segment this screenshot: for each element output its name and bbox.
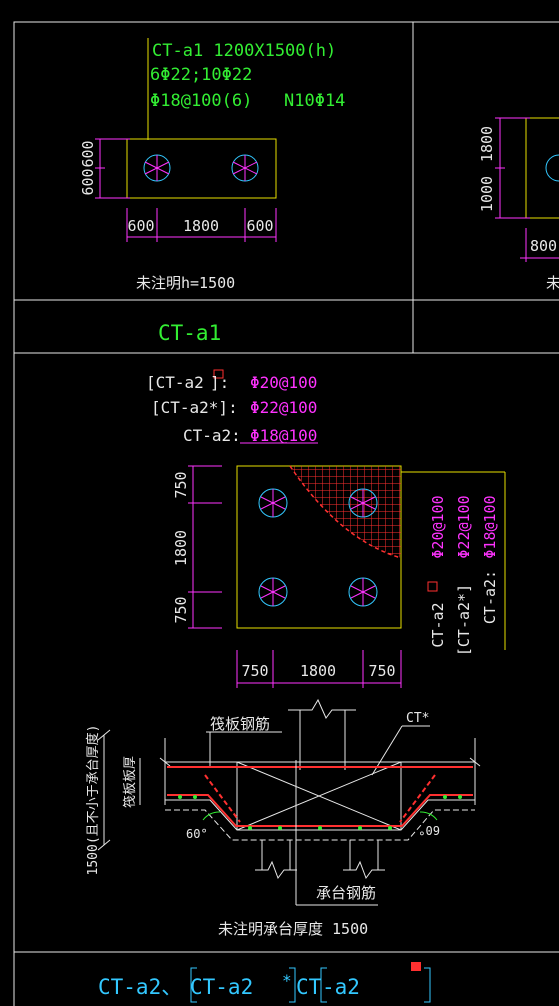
section-raft-rebar-label: 筏板钢筋 bbox=[210, 715, 270, 733]
footer-text-c: * bbox=[282, 971, 292, 990]
ct-a1-spec-line2: 6Φ22;10Φ22 bbox=[150, 65, 252, 85]
ct-a1-dim-v2: 600 bbox=[79, 168, 97, 195]
rot-name-3: CT-a2: bbox=[481, 570, 499, 624]
ct-a1-spec-line3a: Φ18@100(6) bbox=[150, 91, 252, 111]
rot-value-1: Φ20@100 bbox=[429, 495, 447, 558]
ct-a1-dim-h3: 600 bbox=[246, 217, 273, 235]
legend-row1-suffix: ]: bbox=[210, 373, 229, 392]
section-cap-rebar-label: 承台钢筋 bbox=[316, 884, 376, 902]
ct-a1-dim-v1: 600 bbox=[79, 140, 97, 167]
pile-circle bbox=[258, 577, 288, 607]
pile-circle bbox=[258, 488, 288, 518]
footer-text-b: CT-a2 bbox=[190, 975, 253, 999]
partial-dim-v2: 1000 bbox=[478, 176, 496, 212]
footer-text-a: CT-a2、 bbox=[98, 975, 182, 999]
legend-row2-value: Φ22@100 bbox=[250, 398, 317, 417]
ct-a2-dim-h1: 750 bbox=[241, 662, 268, 680]
section-angle-right: 60° bbox=[418, 823, 440, 837]
section-angle-left: 60° bbox=[186, 827, 208, 841]
ct-a2-dim-v1: 750 bbox=[172, 471, 190, 498]
ct-a2-dim-h2: 1800 bbox=[300, 662, 336, 680]
footer-label: CT-a2、 CT-a2 * CT -a2 bbox=[98, 962, 431, 1003]
legend-row1-name: [CT-a2 bbox=[146, 373, 204, 392]
ct-a2-dim-v3: 750 bbox=[172, 596, 190, 623]
ct-a1-label: CT-a1 bbox=[158, 321, 221, 345]
section-note: 未注明承台厚度 1500 bbox=[218, 920, 368, 938]
legend-row1-value: Φ20@100 bbox=[250, 373, 317, 392]
legend-marker-red bbox=[213, 369, 224, 379]
legend-row3-name: CT-a2: bbox=[183, 426, 241, 445]
section-raft-thk-label: 筏板板厚 bbox=[122, 756, 138, 808]
pile-circle bbox=[231, 154, 259, 182]
footer-marker-red bbox=[411, 962, 421, 971]
legend-marker-red-rotated bbox=[427, 581, 438, 592]
ct-a2-plan: [CT-a2 ]: Φ20@100 [CT-a2*]: Φ22@100 CT-a… bbox=[146, 369, 506, 688]
rot-name-1: CT-a2 bbox=[429, 602, 447, 647]
ct-a1-spec-line1: CT-a1 1200X1500(h) bbox=[152, 41, 336, 61]
ct-partial-plan: 1800 1000 800 未 bbox=[478, 117, 559, 292]
pile-circle bbox=[348, 577, 378, 607]
ct-a2-dim-h3: 750 bbox=[368, 662, 395, 680]
section-thickness-note: 1500(且不小于承台厚度) bbox=[85, 725, 101, 876]
partial-note: 未 bbox=[546, 274, 559, 292]
partial-dim-h1: 800 bbox=[530, 237, 557, 255]
footer-text-e: -a2 bbox=[322, 975, 360, 999]
ct-a1-plan: CT-a1 1200X1500(h) 6Φ22;10Φ22 Φ18@100(6)… bbox=[79, 38, 345, 345]
partial-dim-v1: 1800 bbox=[478, 126, 496, 162]
ct-a1-cap-outline bbox=[126, 138, 277, 199]
ct-a1-dim-h1: 600 bbox=[127, 217, 154, 235]
ct-a1-dim-h2: 1800 bbox=[183, 217, 219, 235]
rot-name-2: [CT-a2*] bbox=[455, 584, 473, 656]
ct-a1-spec-line3b: N10Φ14 bbox=[284, 91, 345, 111]
footer-text-d: CT bbox=[296, 975, 322, 999]
section-detail: 筏板钢筋 CT* bbox=[85, 698, 481, 938]
legend-row2-name: [CT-a2*]: bbox=[151, 398, 238, 417]
frame bbox=[13, 21, 559, 1006]
ct-a2-dim-v2: 1800 bbox=[172, 530, 190, 566]
pile-circle bbox=[348, 488, 378, 518]
rot-value-3: Φ18@100 bbox=[481, 495, 499, 558]
mesh-reinforcement bbox=[290, 466, 401, 558]
pile-circle bbox=[143, 154, 171, 182]
section-ct-star-label: CT* bbox=[406, 711, 429, 726]
ct-a1-note: 未注明h=1500 bbox=[136, 274, 235, 292]
legend-row3-value: Φ18@100 bbox=[250, 426, 317, 445]
rot-value-2: Φ22@100 bbox=[455, 495, 473, 558]
